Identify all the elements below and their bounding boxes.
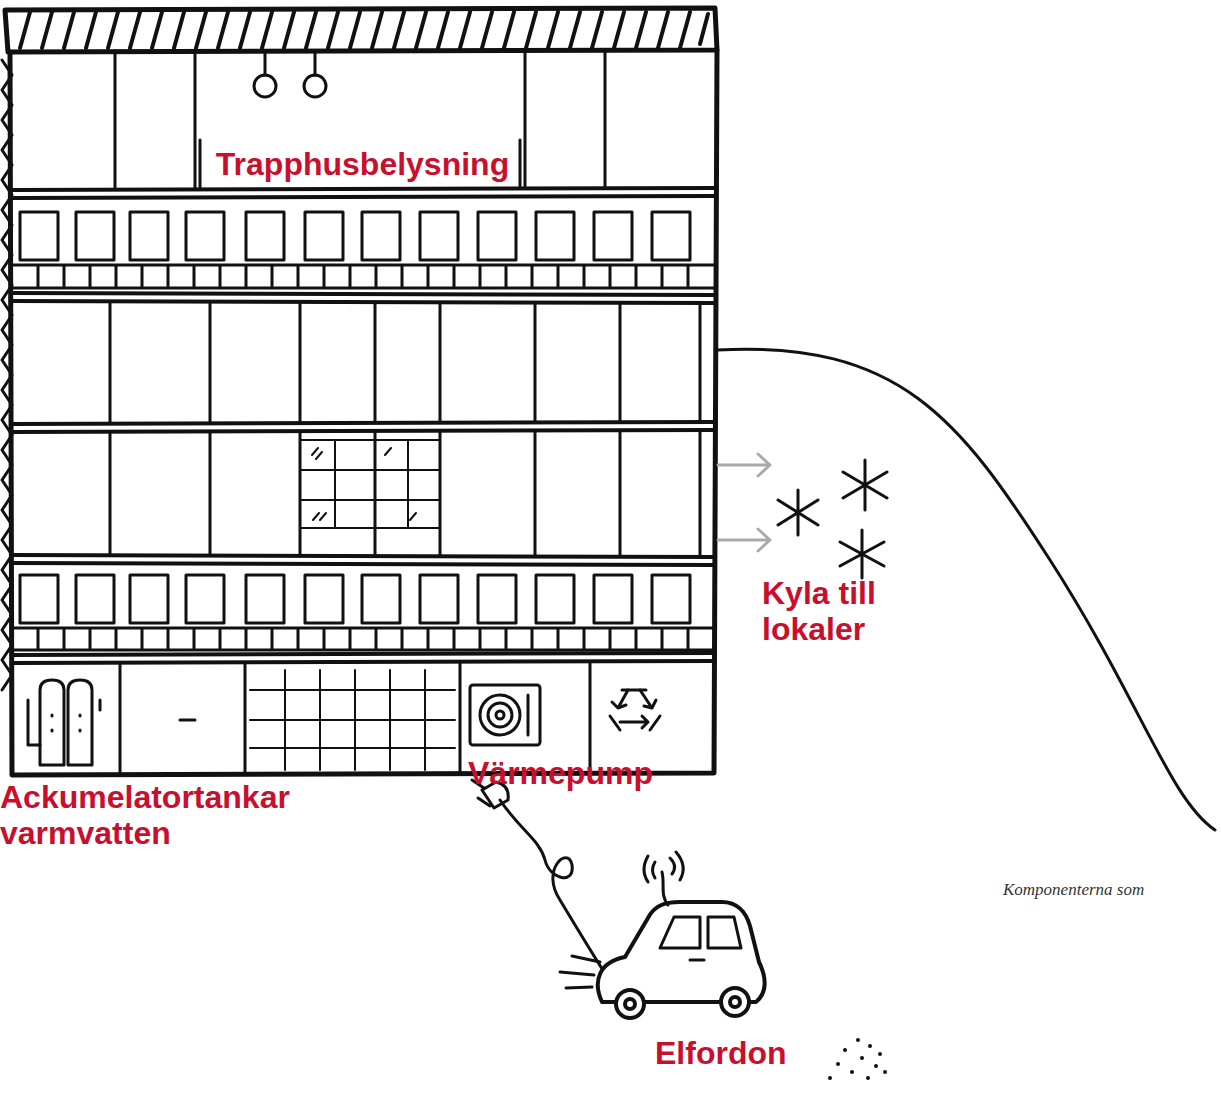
recycling-symbol xyxy=(610,690,660,730)
component-label: Elfordon xyxy=(655,1036,855,1072)
accumulator-tanks xyxy=(28,700,100,745)
snowflake xyxy=(840,530,884,578)
exhaust-dots xyxy=(828,1038,887,1080)
exhaust-dots xyxy=(828,1076,832,1080)
roof-hatch xyxy=(5,8,717,52)
window-row xyxy=(594,212,632,260)
heat-pump-unit xyxy=(496,711,504,719)
window-row xyxy=(362,212,400,260)
electric-car xyxy=(616,990,644,1018)
building-illustration xyxy=(2,8,1215,1080)
top-floor xyxy=(115,52,605,188)
floor-lines xyxy=(12,188,715,663)
electric-car xyxy=(730,997,740,1007)
exhaust-dots xyxy=(866,1076,870,1080)
cooling-arrow xyxy=(718,454,770,476)
snowflake xyxy=(778,490,818,535)
building-outline xyxy=(10,50,717,775)
window-row xyxy=(420,575,458,623)
roof-hatch xyxy=(20,12,708,48)
window-row xyxy=(478,575,516,623)
heat-pump-unit xyxy=(470,685,540,745)
exhaust-dots xyxy=(850,1070,854,1074)
window-row xyxy=(652,575,690,623)
component-label: Kyla till lokaler xyxy=(762,576,912,648)
component-label: Ackumelatortankar varmvatten xyxy=(0,780,380,852)
glass-glint xyxy=(312,448,416,520)
electric-car xyxy=(721,988,749,1016)
component-label: Trapphusbelysning xyxy=(195,147,530,183)
figure-caption: Komponenterna som xyxy=(1003,880,1144,900)
accumulator-tanks xyxy=(68,680,92,765)
car-antenna xyxy=(644,852,683,905)
window-row xyxy=(76,212,114,260)
window-row xyxy=(305,212,343,260)
stair-lamp xyxy=(304,75,326,97)
heat-pump-unit xyxy=(527,695,530,735)
snowflake xyxy=(843,460,887,510)
glass-grid xyxy=(300,440,440,528)
window-row xyxy=(246,212,284,260)
office-floors xyxy=(110,432,700,555)
hill-line xyxy=(717,349,1215,830)
window-row xyxy=(20,575,58,623)
heat-pump-unit xyxy=(480,695,520,735)
top-floor xyxy=(115,52,605,188)
stair-lamp xyxy=(265,52,315,75)
window-row xyxy=(652,212,690,260)
window-row xyxy=(12,265,715,288)
heat-pump-unit xyxy=(488,703,512,727)
window-row xyxy=(186,575,224,623)
cooling-arrow xyxy=(718,529,770,551)
window-row xyxy=(12,628,715,650)
window-row xyxy=(12,212,715,288)
exhaust-dots xyxy=(878,1052,882,1056)
stair-lamp xyxy=(254,75,276,97)
recycling-symbol xyxy=(620,716,648,728)
recycling-symbol xyxy=(612,690,628,708)
exhaust-dots xyxy=(874,1064,878,1068)
electric-car xyxy=(472,780,765,1018)
exhaust-dots xyxy=(843,1048,847,1052)
office-floors xyxy=(110,303,700,555)
window-row xyxy=(20,212,58,260)
recycling-symbol xyxy=(640,690,656,708)
window-row xyxy=(130,575,168,623)
office-floors xyxy=(110,303,700,422)
exhaust-dots xyxy=(868,1044,872,1048)
window-row xyxy=(305,575,343,623)
heat-pump-unit xyxy=(470,685,540,745)
window-row xyxy=(186,212,224,260)
roof-hatch xyxy=(5,8,717,52)
electric-car xyxy=(660,917,741,960)
window-row xyxy=(594,575,632,623)
recycling-symbol xyxy=(610,690,660,730)
glass-grid xyxy=(250,670,455,770)
window-row xyxy=(12,575,715,650)
snowflake xyxy=(778,460,887,578)
window-row xyxy=(76,575,114,623)
window-row xyxy=(130,212,168,260)
window-row xyxy=(536,575,574,623)
exhaust-dots xyxy=(856,1038,860,1042)
accumulator-tanks xyxy=(28,680,100,765)
window-row xyxy=(246,575,284,623)
charging-cable xyxy=(500,800,606,975)
window-row xyxy=(478,212,516,260)
component-label: Värmepump xyxy=(468,756,688,792)
exhaust-dots xyxy=(860,1056,864,1060)
window-row xyxy=(536,212,574,260)
exhaust-dots xyxy=(836,1062,840,1066)
window-row xyxy=(420,212,458,260)
accumulator-tanks xyxy=(40,680,64,765)
electric-car xyxy=(625,999,635,1009)
exhaust-dots xyxy=(883,1070,887,1074)
motion-line xyxy=(560,956,600,988)
cooling-arrow xyxy=(718,454,770,551)
window-row xyxy=(362,575,400,623)
